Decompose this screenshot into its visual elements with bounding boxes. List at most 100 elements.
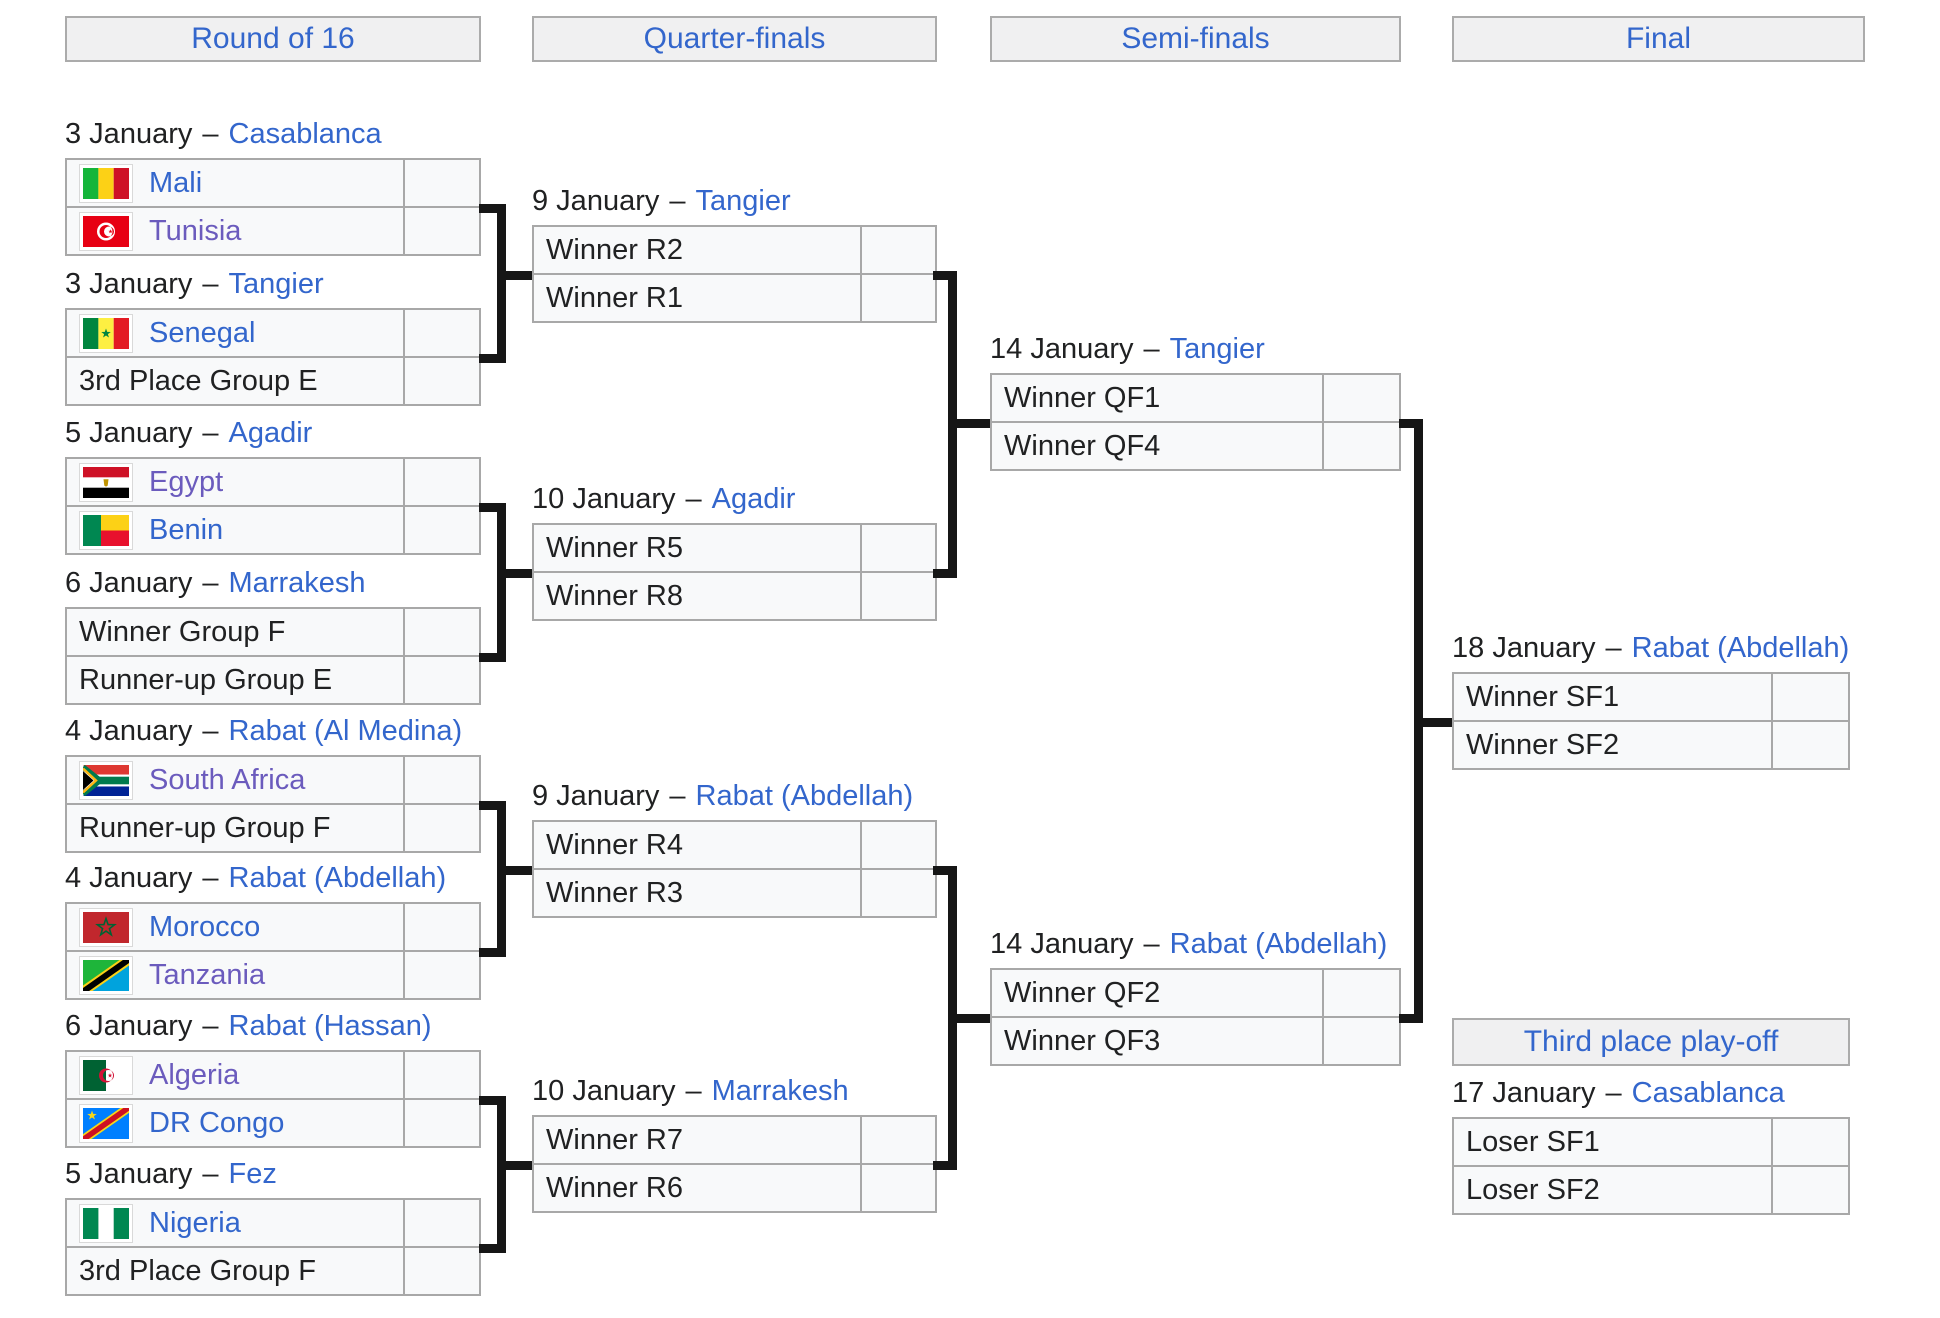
team-link[interactable]: Senegal — [149, 316, 256, 349]
venue-link[interactable]: Rabat (Abdellah) — [1631, 632, 1850, 664]
team-link[interactable]: Tanzania — [149, 958, 266, 991]
team-cell: 3rd Place Group E — [65, 356, 405, 406]
header-third-place-play-off[interactable]: Third place play-off — [1452, 1018, 1850, 1066]
venue-link[interactable]: Casablanca — [228, 118, 382, 150]
team-cell: Winner QF1 — [990, 373, 1324, 423]
header-round-of-16[interactable]: Round of 16 — [65, 16, 481, 62]
venue-link[interactable]: Rabat (Abdellah) — [695, 780, 914, 812]
bracket-line — [948, 866, 957, 1170]
team-placeholder: Winner QF4 — [1004, 429, 1161, 462]
team-cell: South Africa — [65, 755, 405, 805]
team-placeholder: Runner-up Group F — [79, 811, 331, 844]
bracket-line — [479, 503, 497, 512]
team-cell: Benin — [65, 505, 405, 555]
team-link[interactable]: Benin — [149, 513, 224, 546]
match-date-text: 4 January — [65, 715, 193, 747]
team-row: 3rd Place Group E — [65, 356, 481, 406]
venue-link[interactable]: Rabat (Abdellah) — [228, 862, 447, 894]
team-cell: Egypt — [65, 457, 405, 507]
team-row: Winner R3 — [532, 868, 937, 918]
date-separator: – — [202, 715, 219, 747]
score-cell — [403, 803, 481, 853]
team-link[interactable]: Egypt — [149, 465, 224, 498]
team-row: Tunisia — [65, 206, 481, 256]
match-qf-3: 9 January–Rabat (Abdellah) Winner R4 Win… — [532, 780, 937, 918]
team-cell: Winner SF1 — [1452, 672, 1773, 722]
team-link[interactable]: Algeria — [149, 1058, 240, 1091]
score-cell — [1322, 421, 1401, 471]
venue-link[interactable]: Tangier — [228, 268, 324, 300]
team-cell: Winner R8 — [532, 571, 862, 621]
date-separator: – — [685, 483, 702, 515]
venue-link[interactable]: Marrakesh — [711, 1075, 849, 1107]
header-final[interactable]: Final — [1452, 16, 1865, 62]
match-sf-1: 14 January–Tangier Winner QF1 Winner QF4 — [990, 333, 1401, 471]
match-r16-3: 5 January–Agadir Egypt Benin — [65, 417, 481, 555]
venue-link[interactable]: Fez — [228, 1158, 277, 1190]
match-date: 9 January–Rabat (Abdellah) — [532, 780, 913, 813]
bracket-line — [479, 1244, 497, 1253]
score-cell — [1322, 1016, 1401, 1066]
team-row: South Africa — [65, 755, 481, 805]
team-placeholder: Winner R7 — [546, 1123, 683, 1156]
venue-link[interactable]: Rabat (Hassan) — [228, 1010, 432, 1042]
header-semi-finals[interactable]: Semi-finals — [990, 16, 1401, 62]
team-row: Winner Group F — [65, 607, 481, 657]
score-cell — [860, 1115, 937, 1165]
team-row: Runner-up Group F — [65, 803, 481, 853]
date-separator: – — [669, 780, 686, 812]
team-link[interactable]: South Africa — [149, 763, 306, 796]
match-date-text: 5 January — [65, 417, 193, 449]
bracket-line — [479, 948, 497, 957]
team-row: Winner R8 — [532, 571, 937, 621]
match-date: 14 January–Rabat (Abdellah) — [990, 928, 1387, 961]
venue-link[interactable]: Marrakesh — [228, 567, 366, 599]
bracket-line — [1423, 718, 1452, 727]
match-date-text: 18 January — [1452, 632, 1596, 664]
header-quarter-finals[interactable]: Quarter-finals — [532, 16, 937, 62]
team-row: Mali — [65, 158, 481, 208]
score-cell — [860, 820, 937, 870]
date-separator: – — [202, 118, 219, 150]
match-date: 9 January–Tangier — [532, 185, 791, 218]
venue-link[interactable]: Casablanca — [1631, 1077, 1785, 1109]
team-link[interactable]: Tunisia — [149, 214, 242, 247]
score-cell — [1771, 1165, 1850, 1215]
flag-benin-icon — [79, 510, 133, 550]
bracket-line — [1399, 419, 1417, 428]
team-cell: Runner-up Group F — [65, 803, 405, 853]
match-qf-1: 9 January–Tangier Winner R2 Winner R1 — [532, 185, 937, 323]
team-cell: Winner Group F — [65, 607, 405, 657]
team-cell: Algeria — [65, 1050, 405, 1100]
score-cell — [403, 206, 481, 256]
team-cell: Winner SF2 — [1452, 720, 1773, 770]
match-date-text: 9 January — [532, 185, 660, 217]
venue-link[interactable]: Agadir — [228, 417, 313, 449]
venue-link[interactable]: Tangier — [695, 185, 791, 217]
match-r16-2: 3 January–Tangier Senegal 3rd Place Grou… — [65, 268, 481, 406]
team-placeholder: Winner Group F — [79, 615, 286, 648]
team-cell: Nigeria — [65, 1198, 405, 1248]
team-placeholder: 3rd Place Group F — [79, 1254, 316, 1287]
venue-link[interactable]: Rabat (Abdellah) — [1169, 928, 1388, 960]
match-r16-7: 6 January–Rabat (Hassan) Algeria DR Cong… — [65, 1010, 481, 1148]
team-row: Egypt — [65, 457, 481, 507]
team-cell: Winner R6 — [532, 1163, 862, 1213]
venue-link[interactable]: Rabat (Al Medina) — [228, 715, 463, 747]
bracket-line — [497, 204, 506, 363]
venue-link[interactable]: Agadir — [711, 483, 796, 515]
team-link[interactable]: DR Congo — [149, 1106, 285, 1139]
score-cell — [1322, 968, 1401, 1018]
venue-link[interactable]: Tangier — [1169, 333, 1265, 365]
flag-dr-congo-icon — [79, 1103, 133, 1143]
team-link[interactable]: Mali — [149, 166, 203, 199]
bracket-line — [479, 354, 497, 363]
match-date: 10 January–Agadir — [532, 483, 795, 516]
team-cell: Morocco — [65, 902, 405, 952]
score-cell — [860, 273, 937, 323]
team-link[interactable]: Nigeria — [149, 1206, 241, 1239]
team-row: Winner R7 — [532, 1115, 937, 1165]
bracket-line — [506, 866, 532, 875]
date-separator: – — [1143, 928, 1160, 960]
team-link[interactable]: Morocco — [149, 910, 261, 943]
